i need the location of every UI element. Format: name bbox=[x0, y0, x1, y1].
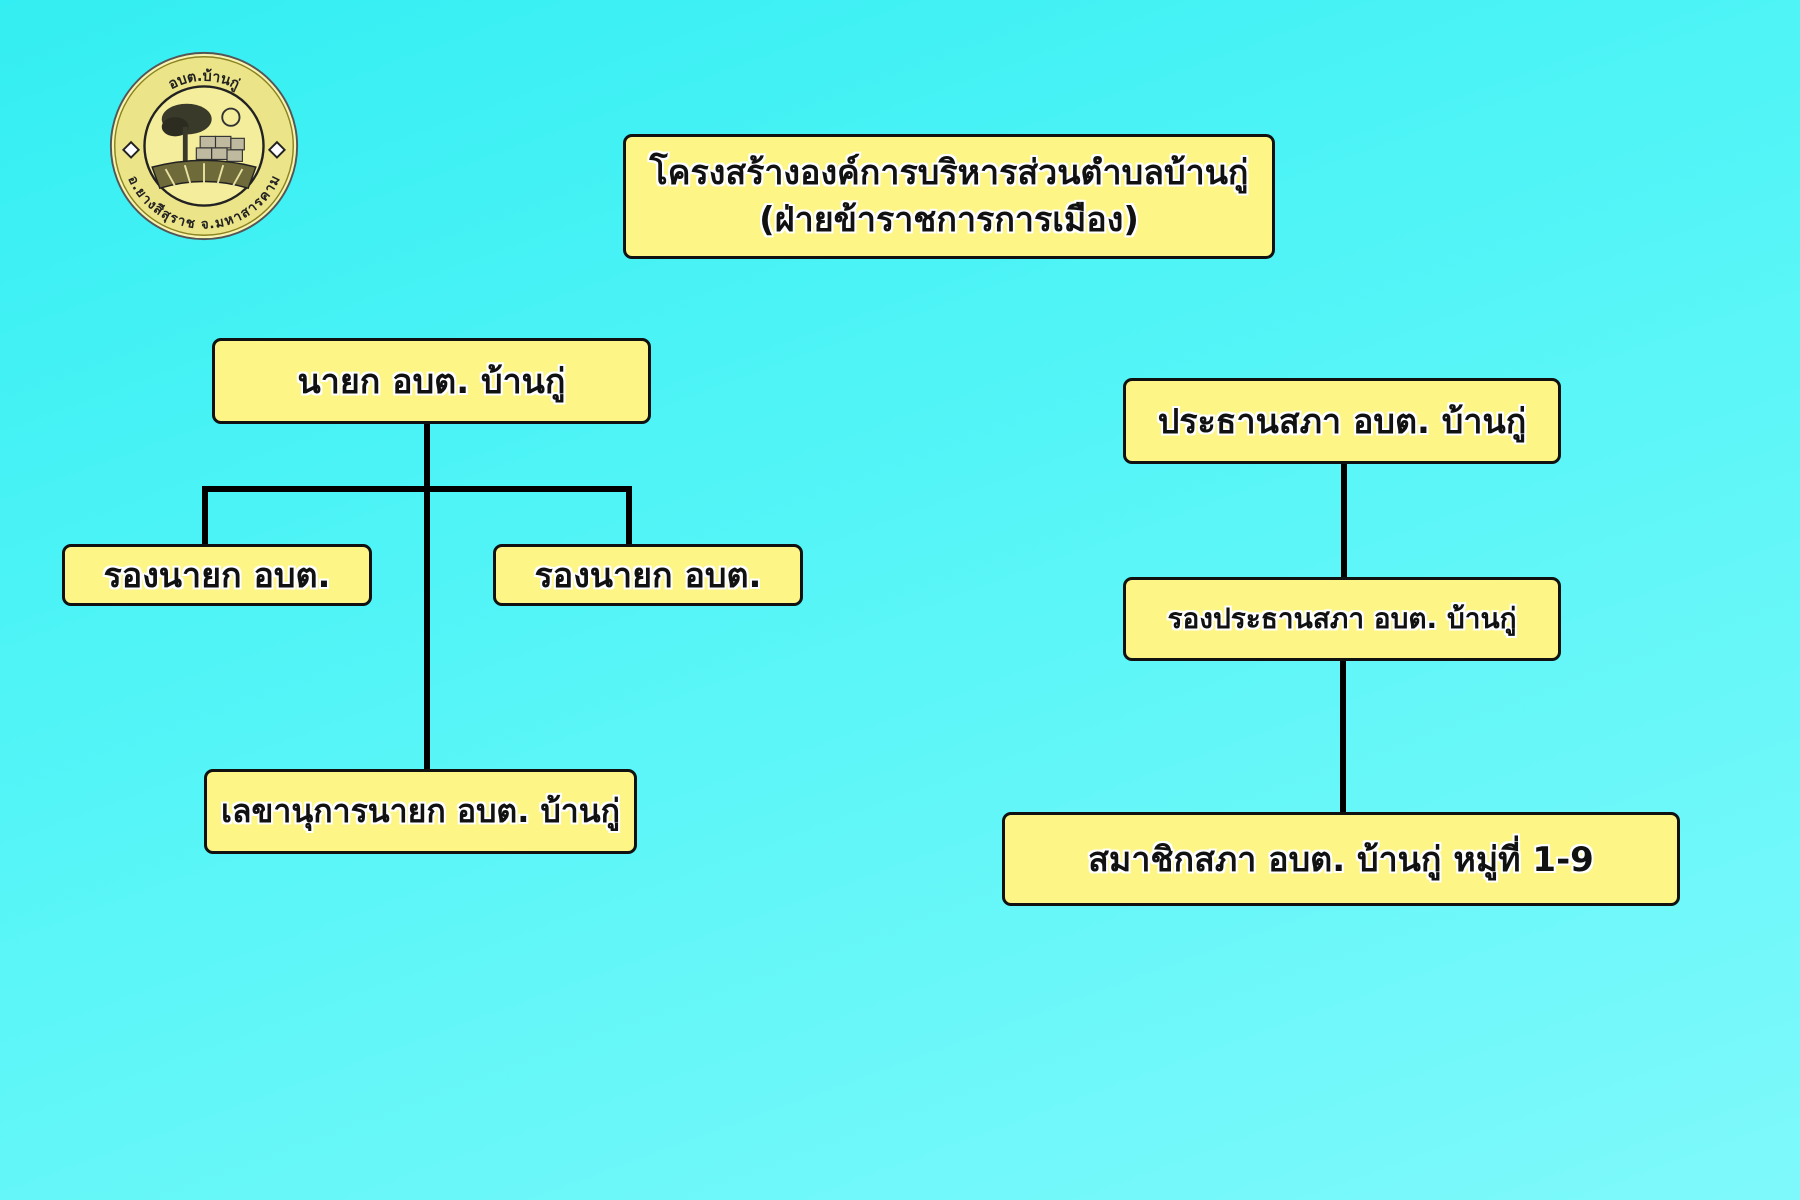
connector-line bbox=[626, 486, 632, 548]
council-vice-president-box: รองประธานสภา อบต. บ้านกู่ bbox=[1123, 577, 1561, 661]
mayor-secretary-box: เลขานุการนายก อบต. บ้านกู่ bbox=[204, 769, 637, 854]
diamond-icon bbox=[122, 140, 141, 159]
connector-line bbox=[202, 486, 208, 548]
council-president-box: ประธานสภา อบต. บ้านกู่ bbox=[1123, 378, 1561, 464]
deputy-mayor-right-box: รองนายก อบต. bbox=[493, 544, 803, 606]
emblem-icon bbox=[151, 103, 257, 190]
council-members-box: สมาชิกสภา อบต. บ้านกู่ หมู่ที่ 1-9 bbox=[1002, 812, 1680, 906]
page-title: โครงสร้างองค์การบริหารส่วนตำบลบ้านกู่ (ฝ… bbox=[623, 134, 1275, 259]
deputy-mayor-left-box: รองนายก อบต. bbox=[62, 544, 372, 606]
seal-logo: อบต.บ้านกู่ อ.ยางสีสุราช จ.มหาสารคาม bbox=[109, 51, 299, 241]
connector-line bbox=[424, 422, 430, 770]
connector-line bbox=[1340, 658, 1346, 816]
mayor-box: นายก อบต. บ้านกู่ bbox=[212, 338, 651, 424]
connector-line bbox=[202, 486, 632, 492]
title-line-1: โครงสร้างองค์การบริหารส่วนตำบลบ้านกู่ bbox=[649, 152, 1249, 193]
connector-line bbox=[1341, 462, 1347, 580]
diamond-icon bbox=[267, 140, 286, 159]
title-line-2: (ฝ่ายข้าราชการการเมือง) bbox=[759, 199, 1139, 240]
